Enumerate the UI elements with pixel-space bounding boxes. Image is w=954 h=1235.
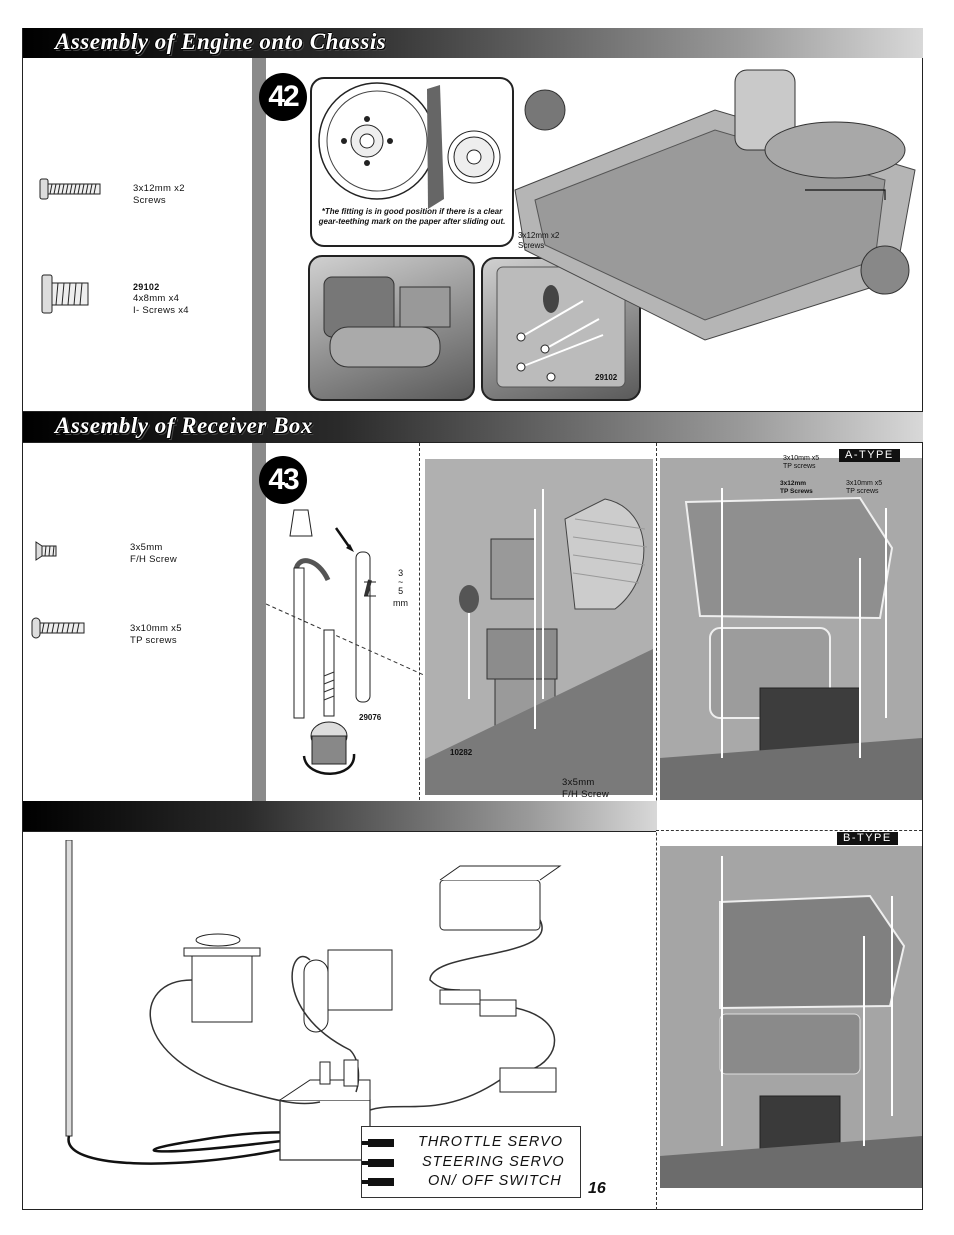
screw-label: 3x10mm x5 TP screws bbox=[783, 455, 820, 470]
screw-icon bbox=[40, 274, 92, 319]
section-title: Assembly of Engine onto Chassis bbox=[55, 29, 387, 54]
receiver-mount-photo bbox=[425, 459, 653, 795]
step-number-badge: 42 bbox=[259, 73, 307, 121]
b-type-tag: B-TYPE bbox=[837, 832, 898, 845]
part-code: 29076 bbox=[359, 713, 382, 722]
antenna-tube-illustration bbox=[265, 500, 427, 800]
tube-length-dimension: 3 ~ 5 bbox=[398, 568, 404, 596]
fitting-note: *The fitting is in good position if ther… bbox=[318, 207, 506, 226]
screw-label: 3x5mm F/H Screw bbox=[562, 777, 610, 800]
servo-legend: THROTTLE SERVO STEERING SERVO ON/ OFF SW… bbox=[361, 1126, 581, 1198]
connector-icon bbox=[362, 1178, 394, 1186]
engine-photo bbox=[308, 255, 475, 401]
step-number-badge: 43 bbox=[259, 456, 307, 504]
dimension-unit: mm bbox=[393, 598, 408, 608]
screw-label: 3x12mm x2 Screws bbox=[518, 231, 560, 250]
wiring-diagram bbox=[60, 839, 580, 1170]
gear-detail-panel: *The fitting is in good position if ther… bbox=[310, 77, 514, 247]
a-type-photo bbox=[660, 458, 922, 800]
sidebar-divider bbox=[252, 58, 266, 412]
connector-icon bbox=[362, 1159, 394, 1167]
section-header-wiring bbox=[23, 801, 657, 831]
part-code: 10282 bbox=[450, 748, 473, 757]
part-code: 29102 bbox=[595, 373, 618, 382]
section-divider bbox=[22, 831, 656, 832]
chassis-illustration bbox=[505, 50, 923, 350]
screw-icon bbox=[30, 617, 88, 644]
section-divider bbox=[22, 411, 923, 412]
panel-divider bbox=[656, 830, 922, 831]
sidebar-divider bbox=[252, 443, 266, 801]
gear-mesh-illustration bbox=[318, 82, 501, 209]
screw-label: 3x12mm TP Screws bbox=[780, 480, 813, 495]
screw-icon bbox=[34, 541, 58, 566]
part-label: 3x5mm F/H Screw bbox=[130, 542, 178, 565]
part-label: 3x12mm x2 Screws bbox=[133, 183, 185, 206]
section-title: Assembly of Receiver Box bbox=[55, 413, 313, 438]
screw-label: 3x10mm x5 TP screws bbox=[846, 480, 883, 495]
section-header-receiver: Assembly of Receiver Box bbox=[23, 412, 923, 442]
b-type-photo bbox=[660, 846, 922, 1188]
section-divider bbox=[22, 442, 923, 443]
panel-divider bbox=[419, 443, 420, 800]
connector-icon bbox=[362, 1139, 394, 1147]
screw-icon bbox=[38, 178, 104, 205]
part-label: 3x10mm x5 TP screws bbox=[130, 623, 182, 646]
section-header-engine: Assembly of Engine onto Chassis bbox=[23, 28, 923, 58]
page-number: 16 bbox=[588, 1180, 606, 1197]
a-type-tag: A-TYPE bbox=[839, 449, 900, 462]
part-label: 29102 4x8mm x4 I- Screws x4 bbox=[133, 282, 189, 316]
